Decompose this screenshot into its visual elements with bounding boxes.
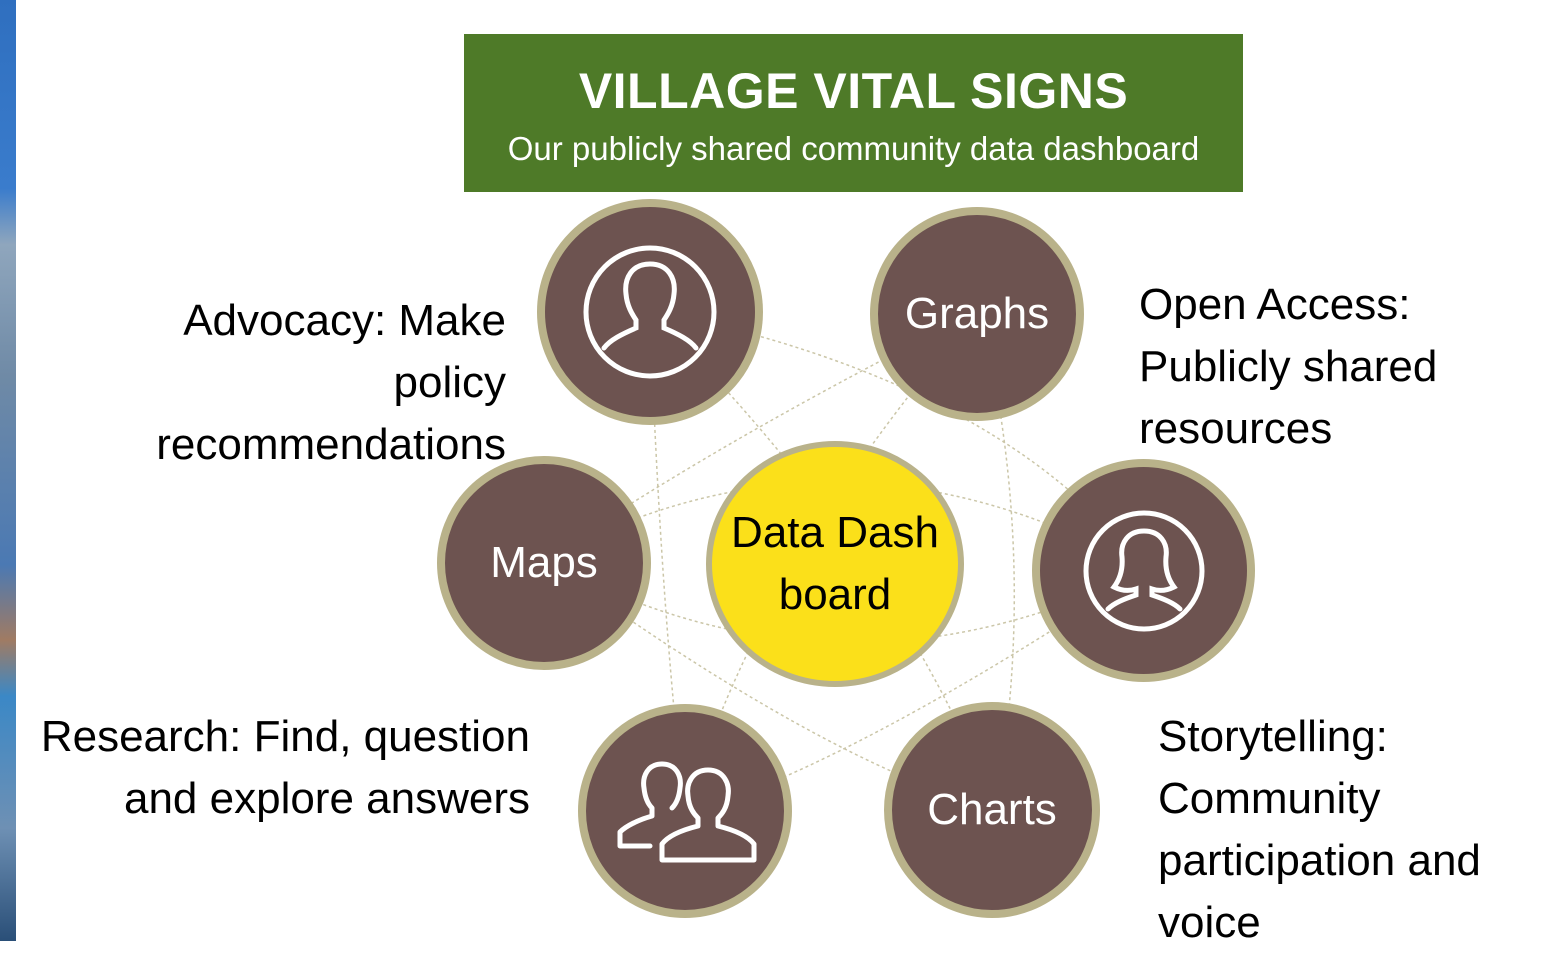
banner-subtitle: Our publicly shared community data dashb… bbox=[507, 130, 1200, 167]
person-icon bbox=[583, 245, 717, 379]
banner-title: VILLAGE VITAL SIGNS bbox=[578, 63, 1129, 119]
research-caption: Research: Find, question and explore ans… bbox=[40, 712, 530, 823]
storytelling-caption: Storytelling: Community participation an… bbox=[1158, 712, 1481, 947]
data-dashboard-center: Data Dashboard bbox=[706, 441, 964, 687]
title-banner: VILLAGE VITAL SIGNS Our publicly shared … bbox=[464, 34, 1243, 192]
charts-label: Charts bbox=[927, 785, 1057, 834]
open-access-node bbox=[1032, 459, 1255, 682]
advocacy-node bbox=[537, 199, 763, 425]
advocacy-caption: Advocacy: Make policy recommendations bbox=[156, 296, 506, 469]
research-node bbox=[578, 704, 792, 918]
open-access-caption: Open Access: Publicly shared resources bbox=[1139, 280, 1438, 453]
graphs-node: Graphs bbox=[870, 207, 1084, 421]
graphs-label: Graphs bbox=[904, 289, 1050, 338]
data-dashboard-label: Data Dashboard bbox=[731, 508, 939, 619]
charts-node: Charts bbox=[884, 702, 1100, 918]
maps-node: Maps bbox=[437, 456, 651, 670]
background-photo-edge bbox=[0, 0, 16, 941]
maps-label: Maps bbox=[490, 538, 598, 587]
group-icon bbox=[617, 761, 757, 863]
woman-icon bbox=[1083, 510, 1204, 631]
